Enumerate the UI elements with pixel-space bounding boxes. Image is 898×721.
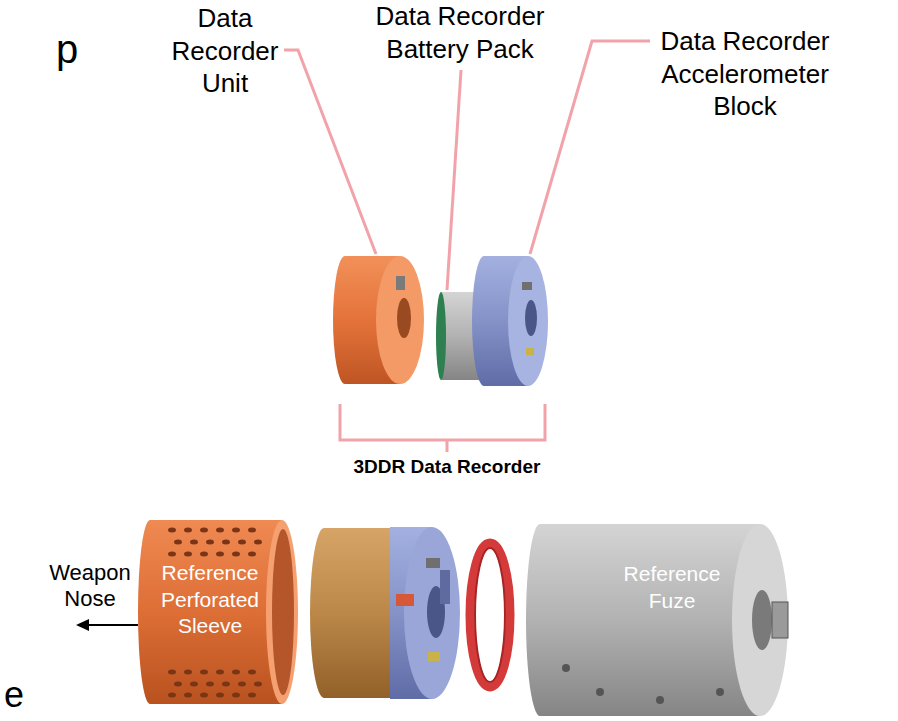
part-name: Reference Fuze — [616, 561, 728, 615]
title-fragment: p — [56, 26, 100, 72]
hole — [596, 688, 604, 696]
hole — [200, 528, 208, 533]
hole — [248, 693, 256, 698]
hole — [216, 552, 224, 557]
direction-arrow — [76, 619, 138, 631]
sleeve-bore — [272, 529, 294, 695]
hole — [232, 552, 240, 557]
hole — [184, 693, 192, 698]
hole — [168, 528, 176, 533]
hole — [216, 670, 224, 675]
accelerometer-block-figure — [472, 256, 548, 386]
hole — [232, 693, 240, 698]
component — [396, 594, 414, 606]
hole — [174, 540, 182, 545]
hole — [656, 696, 664, 704]
battery-end — [436, 292, 446, 380]
hole — [206, 540, 214, 545]
hole — [200, 552, 208, 557]
hole — [206, 682, 214, 687]
component — [522, 282, 532, 290]
part-label: Data Recorder Unit — [160, 2, 290, 100]
group-bracket — [340, 404, 545, 452]
hole — [248, 528, 256, 533]
hole — [184, 552, 192, 557]
arrow-head — [76, 619, 89, 631]
block-face — [404, 527, 460, 699]
hole — [248, 552, 256, 557]
sleeve-rim — [266, 520, 298, 704]
sleeve-side — [138, 520, 282, 704]
hole — [184, 670, 192, 675]
fuze-connector — [772, 602, 788, 638]
fuze-face — [732, 524, 788, 716]
fuze-side — [526, 524, 760, 716]
hole — [222, 682, 230, 687]
arrow-shaft — [86, 624, 138, 626]
part-label: Data Recorder Battery Pack — [355, 0, 565, 65]
fuze-bore — [752, 590, 772, 650]
hole — [238, 682, 246, 687]
part-caption-box: Reference Fuze — [616, 561, 728, 615]
hole — [184, 528, 192, 533]
hole — [254, 540, 262, 545]
bracket-line — [446, 440, 449, 452]
center-hole — [397, 298, 411, 338]
perforations — [168, 528, 262, 698]
leader-lines — [284, 41, 650, 290]
bracket-line — [340, 404, 545, 440]
part-label: Weapon Nose — [44, 560, 136, 613]
hole — [562, 664, 570, 672]
seal-ring-figure — [470, 543, 510, 687]
perforated-sleeve-figure — [138, 520, 298, 704]
part-caption-box: Reference Perforated Sleeve — [151, 560, 269, 641]
hole — [216, 693, 224, 698]
component — [428, 652, 440, 661]
hole — [190, 682, 198, 687]
hole — [222, 540, 230, 545]
reference-fuze-figure — [526, 524, 788, 716]
leader-line — [530, 41, 650, 254]
hole — [168, 552, 176, 557]
ring-inner — [475, 548, 505, 682]
component — [526, 348, 534, 355]
hole — [200, 670, 208, 675]
block-face — [508, 256, 548, 386]
component — [426, 558, 440, 568]
hole — [254, 682, 262, 687]
leader-line — [284, 50, 376, 254]
recorder-side — [310, 528, 392, 698]
hole — [200, 693, 208, 698]
hole — [238, 540, 246, 545]
assembled-recorder-figure — [310, 527, 460, 699]
hole — [716, 688, 724, 696]
part-label: Data Recorder Accelerometer Block — [650, 25, 840, 123]
leader-line — [447, 70, 461, 290]
title-fragment: e — [4, 674, 38, 715]
clip — [396, 276, 405, 290]
hole — [232, 528, 240, 533]
data-recorder-unit-figure — [333, 256, 424, 384]
group-title: 3DDR Data Recorder — [347, 456, 547, 479]
hole — [174, 682, 182, 687]
hole — [168, 693, 176, 698]
ring — [470, 543, 510, 687]
part-name: Reference Perforated Sleeve — [151, 560, 269, 641]
hole — [168, 670, 176, 675]
hole — [216, 528, 224, 533]
hole — [190, 540, 198, 545]
component — [440, 570, 450, 604]
cylinder-face — [376, 256, 424, 384]
hole — [248, 670, 256, 675]
center-hole — [525, 300, 537, 336]
hole — [232, 670, 240, 675]
